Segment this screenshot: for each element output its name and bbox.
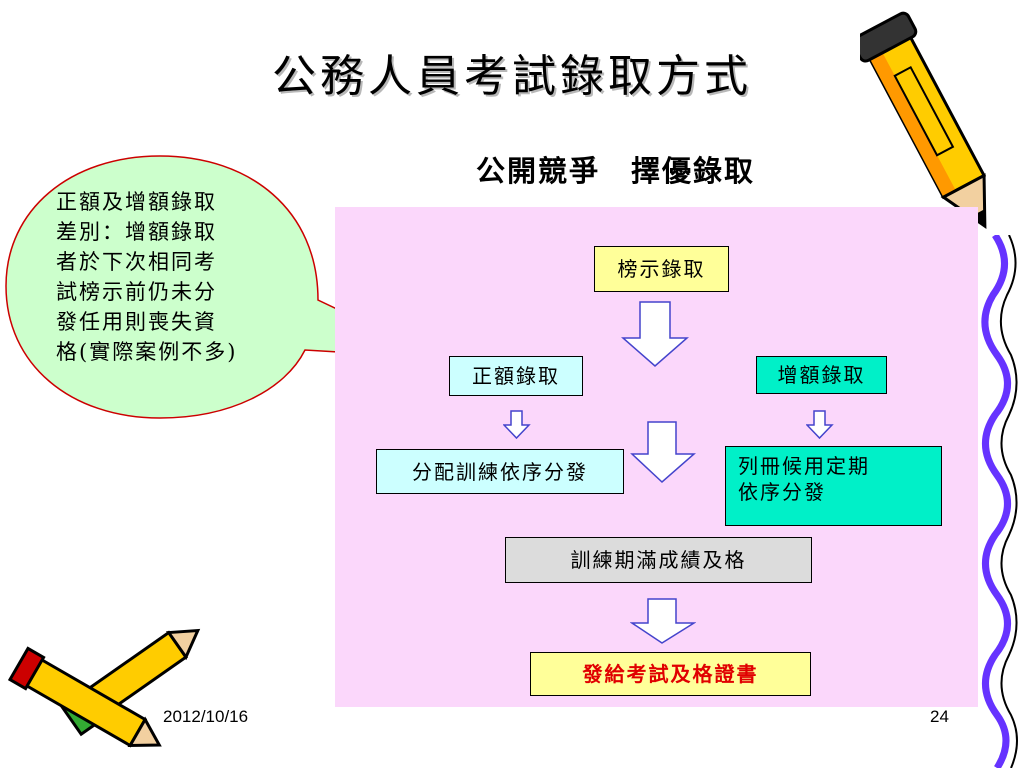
note-line: 正額及增額錄取 [56,190,217,214]
down-arrow-icon [621,301,689,367]
note-line: 者於下次相同考 [56,250,217,274]
regular-assign-box: 分配訓練依序分發 [376,449,624,494]
slide-title: 公務人員考試錄取方式 [272,51,752,102]
note-line: 差別：增額錄取 [56,220,217,244]
extra-admit-box: 增額錄取 [756,356,887,394]
footer-date: 2012/10/16 [163,707,249,726]
speech-bubble [5,155,441,419]
extra-assign-box: 列冊候用定期 依序分發 [725,446,942,526]
down-arrow-icon [806,410,834,440]
speech-bubble-note: 正額及增額錄取 差別：增額錄取 者於下次相同考 試榜示前仍未分 發任用則喪失資 … [56,187,296,367]
down-arrow-icon [630,421,696,484]
extra-assign-line: 列冊候用定期 [738,454,870,478]
note-line: 格(實際案例不多) [56,340,238,364]
note-line: 發任用則喪失資 [56,310,217,334]
list-announce-box: 榜示錄取 [594,246,729,292]
training-pass-box: 訓練期滿成績及格 [505,537,812,583]
pencils-icon [7,628,201,748]
down-arrow-icon [630,598,696,644]
certificate-box: 發給考試及格證書 [530,652,811,696]
slide-subtitle: 公開競爭 擇優錄取 [476,154,756,188]
regular-admit-box: 正額錄取 [449,356,583,396]
down-arrow-icon [503,410,531,440]
extra-assign-line: 依序分發 [738,480,826,504]
note-line: 試榜示前仍未分 [56,280,217,304]
wavy-border-decoration [981,235,1018,768]
page-number: 24 [930,707,949,726]
